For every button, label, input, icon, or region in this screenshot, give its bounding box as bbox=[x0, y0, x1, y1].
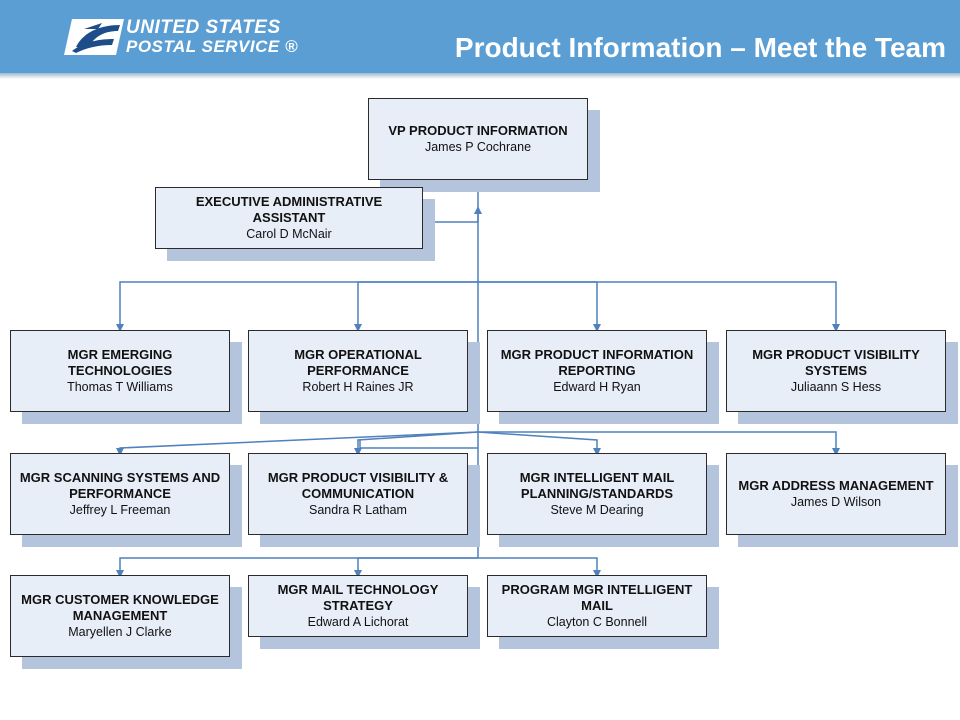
logo-text-line1: UNITED STATES bbox=[126, 17, 281, 38]
connector-row2-b bbox=[354, 431, 479, 456]
node-title: MGR INTELLIGENT MAIL PLANNING/STANDARDS bbox=[519, 470, 675, 501]
connector-row2-a bbox=[116, 431, 479, 456]
connector-row3-a bbox=[116, 557, 478, 578]
connector-row3-c bbox=[478, 557, 601, 578]
org-node-assistant: EXECUTIVE ADMINISTRATIVE ASSISTANT Carol… bbox=[155, 187, 423, 249]
connector-row1-d bbox=[478, 281, 840, 332]
connector-row1-c bbox=[478, 281, 601, 332]
eagle-icon bbox=[64, 19, 124, 55]
node-title: PROGRAM MGR INTELLIGENT MAIL bbox=[501, 582, 693, 613]
node-title: MGR SCANNING SYSTEMS AND PERFORMANCE bbox=[19, 470, 221, 501]
org-node-row3-2: MGR MAIL TECHNOLOGY STRATEGY Edward A Li… bbox=[248, 575, 468, 637]
node-name: Carol D McNair bbox=[246, 227, 332, 241]
org-node-row1-3: MGR PRODUCT INFORMATION REPORTING Edward… bbox=[487, 330, 707, 412]
node-name: Juliaann S Hess bbox=[790, 380, 882, 394]
node-name: Steve M Dearing bbox=[550, 503, 644, 517]
node-title: MGR OPERATIONAL PERFORMANCE bbox=[294, 347, 422, 378]
org-node-row2-2: MGR PRODUCT VISIBILITY & COMMUNICATION S… bbox=[248, 453, 468, 535]
node-title: EXECUTIVE ADMINISTRATIVE ASSISTANT bbox=[195, 194, 383, 225]
usps-logo: UNITED STATES POSTAL SERVICE ® bbox=[62, 17, 302, 59]
org-node-row3-1: MGR CUSTOMER KNOWLEDGE MANAGEMENT Maryel… bbox=[10, 575, 230, 657]
org-node-row2-4: MGR ADDRESS MANAGEMENT James D Wilson bbox=[726, 453, 946, 535]
node-name: Jeffrey L Freeman bbox=[69, 503, 171, 517]
page-title: Product Information – Meet the Team bbox=[454, 32, 946, 63]
connector-row1-b bbox=[354, 281, 478, 332]
org-node-row3-3: PROGRAM MGR INTELLIGENT MAIL Clayton C B… bbox=[487, 575, 707, 637]
node-name: Clayton C Bonnell bbox=[546, 615, 648, 629]
node-name: Maryellen J Clarke bbox=[68, 625, 172, 639]
org-node-vp: VP PRODUCT INFORMATION James P Cochrane bbox=[368, 98, 588, 180]
org-node-row1-4: MGR PRODUCT VISIBILITY SYSTEMS Juliaann … bbox=[726, 330, 946, 412]
node-title: MGR ADDRESS MANAGEMENT bbox=[738, 478, 934, 493]
node-name: James D Wilson bbox=[790, 495, 882, 509]
org-node-row2-3: MGR INTELLIGENT MAIL PLANNING/STANDARDS … bbox=[487, 453, 707, 535]
header-shadow bbox=[0, 73, 960, 79]
logo-text-line2: POSTAL SERVICE ® bbox=[126, 37, 298, 56]
node-name: Sandra R Latham bbox=[309, 503, 407, 517]
connector-row3-b bbox=[354, 557, 478, 578]
node-name: Edward H Ryan bbox=[553, 380, 641, 394]
connector-row1-a bbox=[116, 281, 478, 332]
connector-row2-e bbox=[359, 440, 478, 449]
node-title: MGR PRODUCT INFORMATION REPORTING bbox=[500, 347, 694, 378]
node-title: MGR EMERGING TECHNOLOGIES bbox=[67, 347, 173, 378]
node-name: Edward A Lichorat bbox=[307, 615, 409, 629]
node-name: Thomas T Williams bbox=[67, 380, 173, 394]
org-node-row1-1: MGR EMERGING TECHNOLOGIES Thomas T Willi… bbox=[10, 330, 230, 412]
node-title: MGR PRODUCT VISIBILITY SYSTEMS bbox=[752, 347, 920, 378]
node-title: MGR CUSTOMER KNOWLEDGE MANAGEMENT bbox=[21, 592, 219, 623]
node-title: MGR MAIL TECHNOLOGY STRATEGY bbox=[277, 582, 439, 613]
node-name: Robert H Raines JR bbox=[302, 380, 414, 394]
org-node-row1-2: MGR OPERATIONAL PERFORMANCE Robert H Rai… bbox=[248, 330, 468, 412]
org-node-row2-1: MGR SCANNING SYSTEMS AND PERFORMANCE Jef… bbox=[10, 453, 230, 535]
node-title: MGR PRODUCT VISIBILITY & COMMUNICATION bbox=[267, 470, 449, 501]
connector-row2-d bbox=[478, 431, 840, 456]
node-title: VP PRODUCT INFORMATION bbox=[388, 123, 568, 138]
connector-row2-c bbox=[477, 431, 601, 456]
node-name: James P Cochrane bbox=[424, 140, 532, 154]
header-bar: UNITED STATES POSTAL SERVICE ® Product I… bbox=[0, 0, 960, 73]
